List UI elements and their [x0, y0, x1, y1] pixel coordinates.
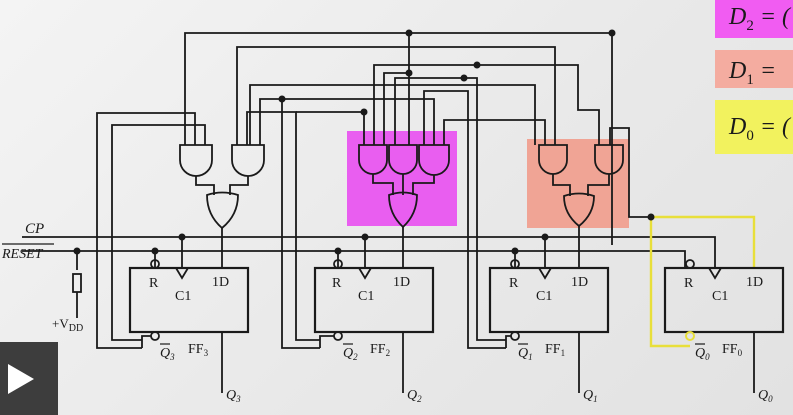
clock-reset-lines: [22, 236, 716, 318]
pin-labels: R C1 1D R C1 1D R C1 1D R C1 1D: [149, 275, 763, 304]
vdd-label: +VDD: [52, 316, 83, 334]
cp-label: CP: [25, 221, 44, 237]
svg-text:R: R: [332, 276, 342, 291]
svg-text:Q2: Q2: [343, 346, 358, 362]
svg-text:1D: 1D: [571, 275, 588, 290]
svg-text:1D: 1D: [212, 275, 229, 290]
logic-gates: [179, 144, 624, 268]
svg-text:1D: 1D: [393, 275, 410, 290]
play-icon: [8, 364, 34, 394]
svg-text:R: R: [149, 276, 159, 291]
svg-text:C1: C1: [358, 289, 374, 304]
svg-text:FF3: FF3: [188, 342, 209, 358]
svg-text:FF0: FF0: [722, 342, 743, 358]
svg-text:Q2: Q2: [407, 388, 422, 404]
d2-logic-highlight: [347, 131, 457, 226]
reset-label: RESET: [1, 247, 44, 262]
svg-text:C1: C1: [536, 289, 552, 304]
equation-d1: D1 =: [715, 50, 793, 88]
svg-text:Q0: Q0: [758, 388, 773, 404]
d0-feedback-wire: [649, 215, 756, 348]
svg-text:Q0: Q0: [695, 346, 710, 362]
junction-dots: [73, 29, 655, 255]
feedback-bus: [96, 32, 651, 349]
svg-text:FF2: FF2: [370, 342, 390, 358]
equation-d2: D2 = (: [715, 0, 793, 38]
svg-text:C1: C1: [175, 289, 191, 304]
equation-d0: D0 = (: [715, 100, 793, 154]
svg-text:Q3: Q3: [226, 388, 241, 404]
svg-text:Q1: Q1: [518, 346, 533, 362]
d1-logic-highlight: [527, 139, 629, 228]
svg-text:C1: C1: [712, 289, 728, 304]
svg-text:Q3: Q3: [160, 346, 175, 362]
ff-labels: Q3 FF3 Q2 FF2 Q1 FF1 Q0 FF0: [160, 342, 743, 362]
svg-text:Q1: Q1: [583, 388, 598, 404]
svg-text:R: R: [509, 276, 519, 291]
svg-text:R: R: [684, 276, 694, 291]
svg-text:1D: 1D: [746, 275, 763, 290]
flip-flops: [128, 259, 785, 393]
q-outputs: Q3 Q2 Q1 Q0: [226, 388, 773, 404]
svg-text:FF1: FF1: [545, 342, 565, 358]
play-button[interactable]: [0, 342, 58, 415]
